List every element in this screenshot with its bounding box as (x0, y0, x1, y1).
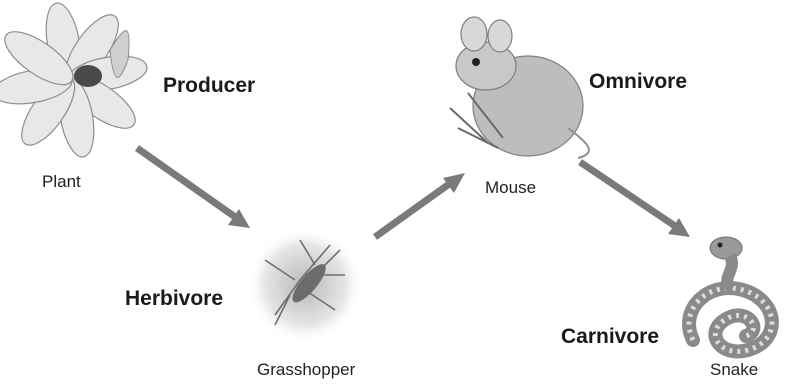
snake-label: Snake (710, 360, 758, 380)
herbivore-label: Herbivore (125, 287, 223, 311)
mouse-icon (450, 17, 589, 158)
omnivore-label: Omnivore (589, 70, 687, 94)
arrow-plant-to-grasshopper (137, 148, 250, 228)
arrow-mouse-to-snake (580, 162, 690, 237)
grasshopper-label: Grasshopper (257, 360, 355, 380)
snake-icon (689, 237, 772, 351)
plant-label: Plant (42, 172, 81, 192)
carnivore-label: Carnivore (561, 325, 659, 349)
flower-icon (0, 0, 150, 159)
arrow-grasshopper-to-mouse (375, 173, 465, 237)
producer-label: Producer (163, 74, 255, 98)
grasshopper-icon (247, 227, 363, 343)
mouse-label: Mouse (485, 178, 536, 198)
